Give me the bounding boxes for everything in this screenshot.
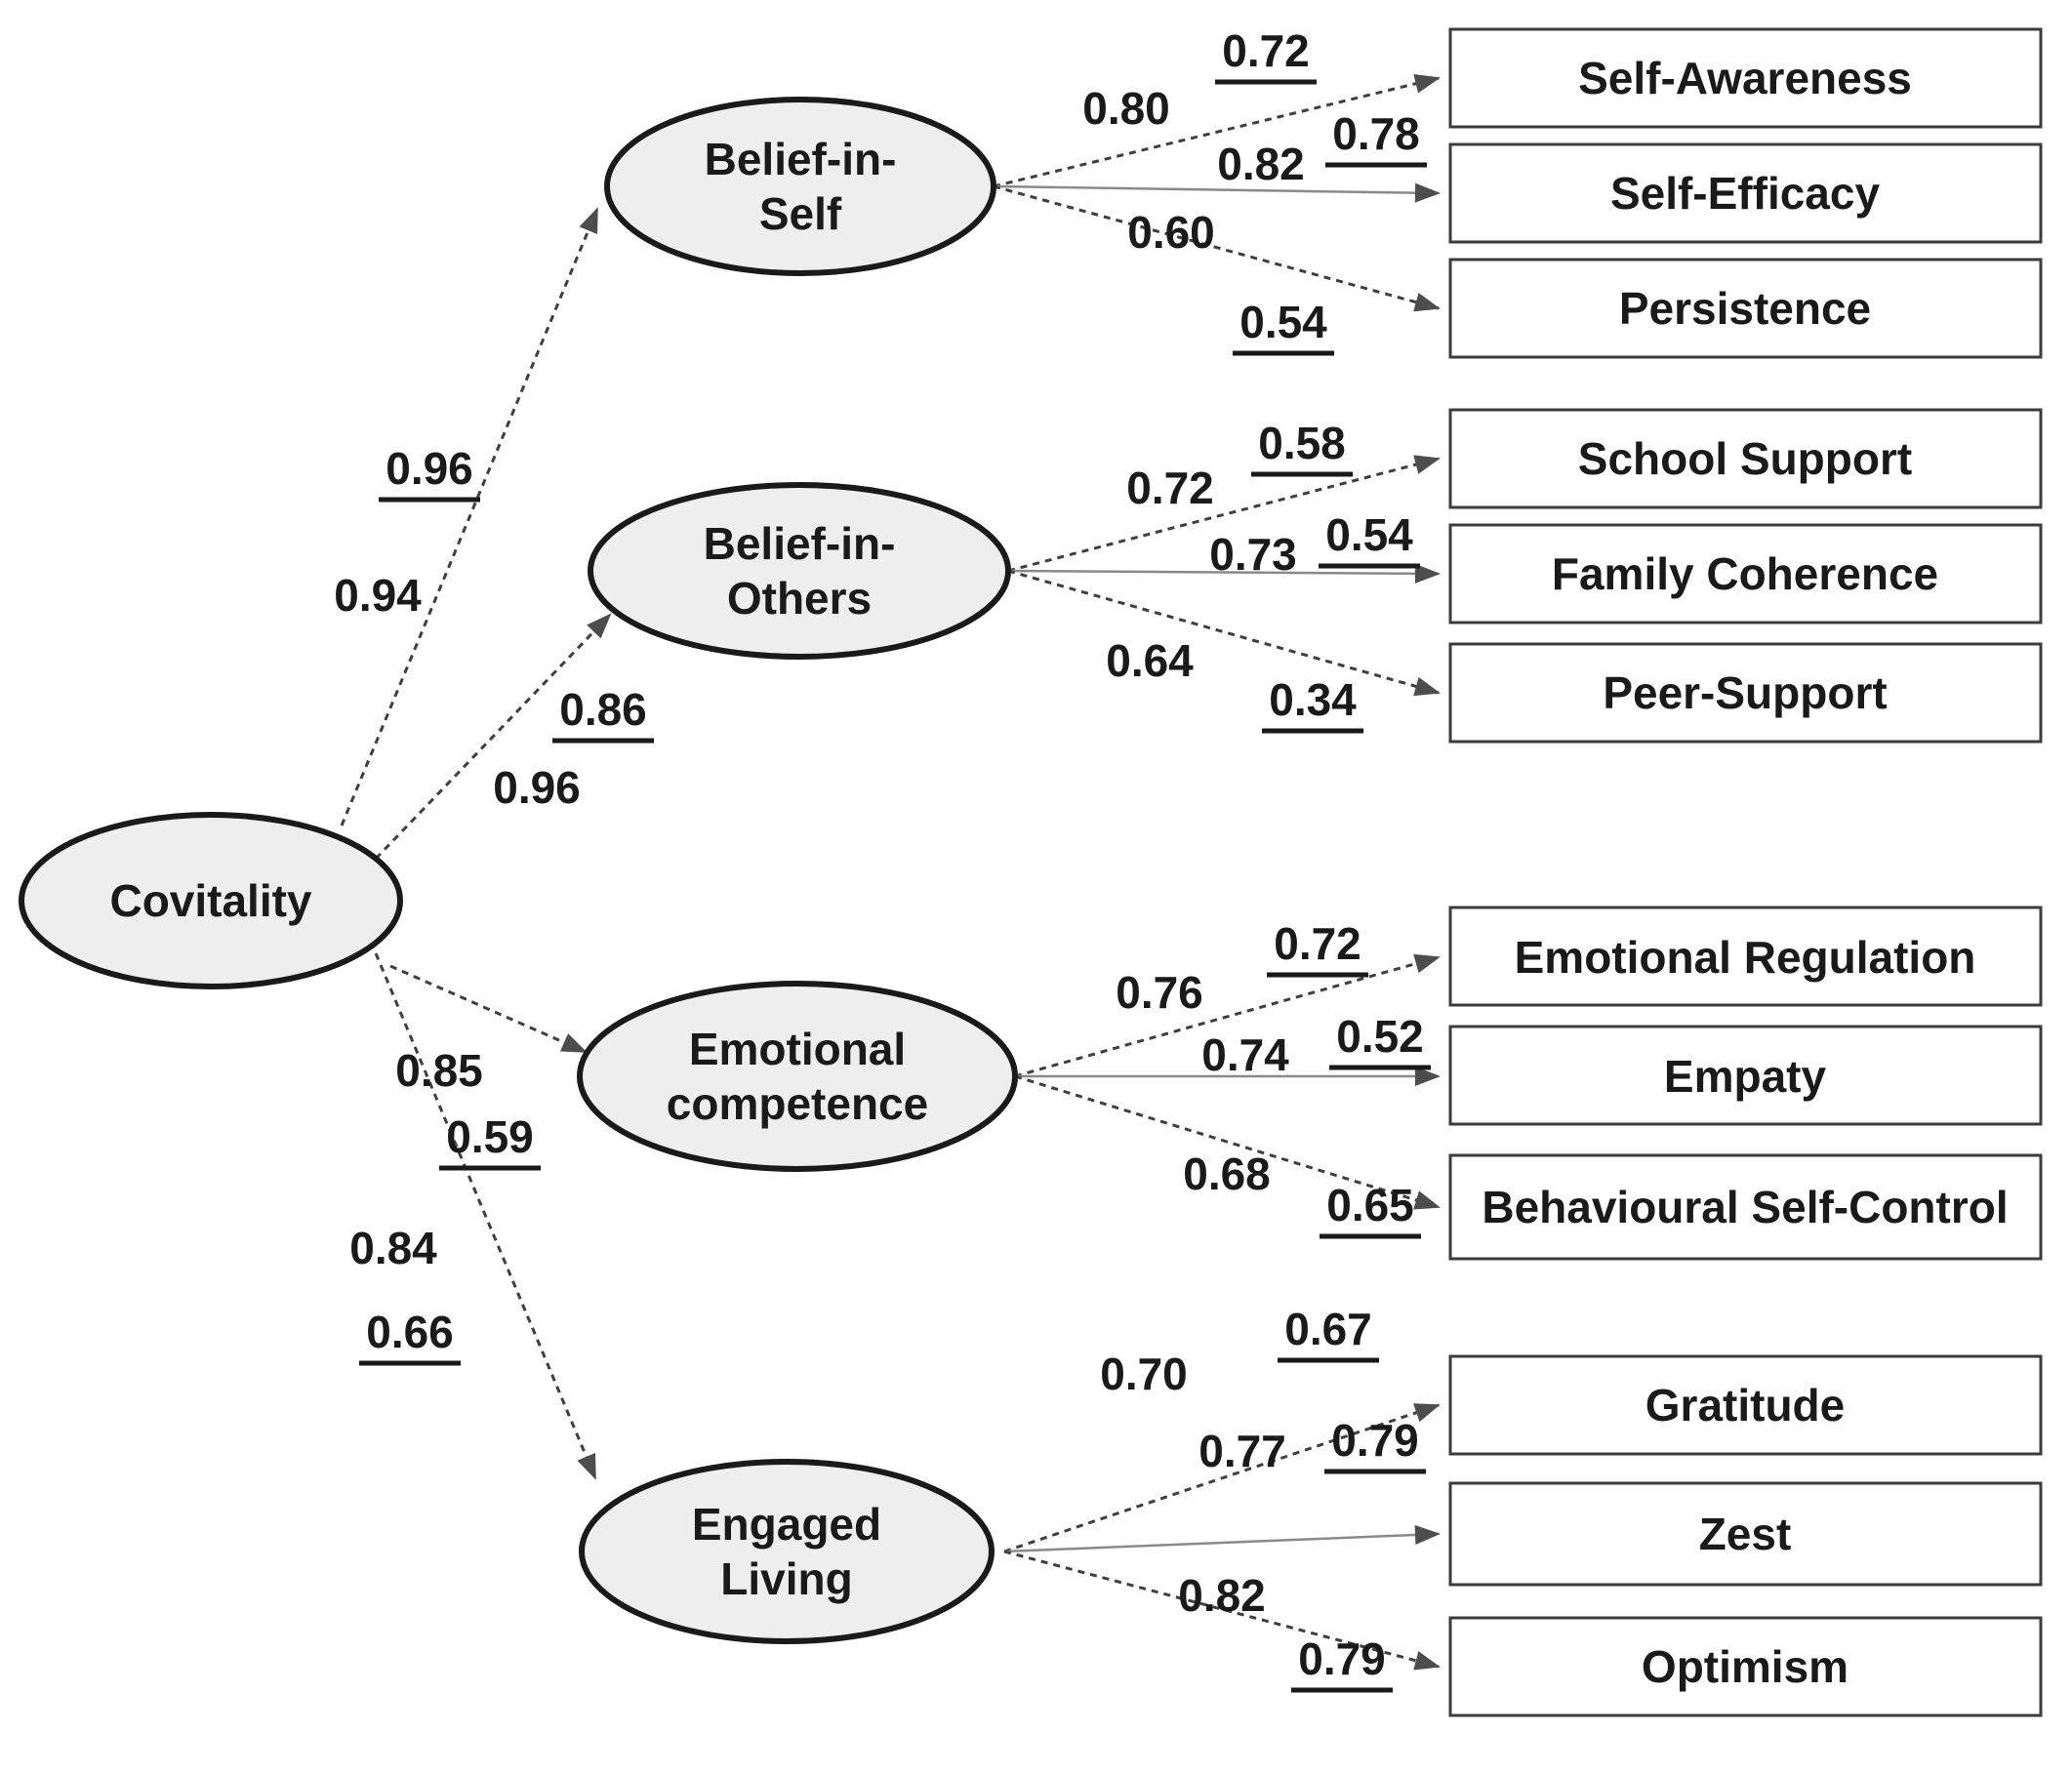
- coef-behavioural-self-control-underlined: 0.65: [1326, 1180, 1414, 1230]
- indicator-label-behavioural-self-control: Behavioural Self-Control: [1482, 1182, 2008, 1232]
- indicator-label-peer-support: Peer-Support: [1603, 667, 1887, 718]
- indicator-label-school-support: School Support: [1578, 433, 1912, 484]
- arrow-belief-in-others-to-school-support: [1007, 455, 1441, 573]
- indicator-box-zest: [1448, 1481, 2043, 1587]
- coef-covitality-belief-in-self-underlined: 0.96: [386, 443, 473, 494]
- indicator-box-family-coherence: [1448, 523, 2043, 625]
- coef-school-support-underlined: 0.58: [1258, 418, 1346, 468]
- coef-peer-support-plain: 0.64: [1106, 635, 1194, 686]
- indicator-label-family-coherence: Family Coherence: [1552, 548, 1938, 599]
- factor-label-engaged-living-line1: Engaged: [692, 1499, 881, 1550]
- arrow-emotional-competence-to-emotional-regulation: [1014, 953, 1441, 1078]
- arrow-engaged-living-to-zest: [1003, 1524, 1441, 1553]
- indicator-label-self-awareness: Self-Awareness: [1578, 53, 1912, 103]
- coef-covitality-engaged-living-plain: 0.84: [349, 1223, 437, 1273]
- coef-self-awareness-plain: 0.80: [1082, 83, 1170, 134]
- coef-zest-plain: 0.77: [1199, 1426, 1286, 1476]
- indicator-label-self-efficacy: Self-Efficacy: [1610, 168, 1881, 219]
- arrow-covitality-to-engaged-living: [369, 941, 597, 1480]
- coef-covitality-belief-in-others-underlined: 0.86: [559, 684, 647, 735]
- coef-gratitude-underlined: 0.67: [1284, 1304, 1372, 1354]
- coef-self-awareness-underlined: 0.72: [1222, 25, 1310, 76]
- factor-label-emotional-competence-line2: competence: [667, 1078, 928, 1129]
- indicator-label-persistence: Persistence: [1619, 283, 1871, 334]
- coef-covitality-belief-in-self-plain: 0.94: [334, 570, 422, 621]
- coef-family-coherence-underlined: 0.54: [1325, 509, 1413, 560]
- coef-empaty-plain: 0.74: [1201, 1029, 1289, 1080]
- coef-family-coherence-plain: 0.73: [1209, 529, 1297, 580]
- indicator-box-behavioural-self-control: [1448, 1153, 2043, 1261]
- indicator-box-optimism: [1448, 1616, 2043, 1717]
- coef-behavioural-self-control-plain: 0.68: [1183, 1148, 1271, 1199]
- factor-ellipse-emotional-competence: [577, 981, 1018, 1172]
- factor-ellipse-belief-in-self: [604, 97, 996, 276]
- arrow-covitality-to-belief-in-self: [340, 207, 599, 826]
- indicator-box-peer-support: [1448, 642, 2043, 744]
- factor-ellipse-engaged-living: [579, 1459, 995, 1644]
- indicator-box-persistence: [1448, 258, 2043, 359]
- factor-ellipse-belief-in-others: [588, 482, 1011, 660]
- factor-label-emotional-competence-line1: Emotional: [689, 1024, 906, 1074]
- covitality-label: Covitality: [109, 875, 311, 926]
- coef-self-efficacy-plain: 0.82: [1217, 139, 1305, 189]
- arrow-belief-in-self-to-persistence: [993, 184, 1441, 312]
- factor-label-belief-in-self-line2: Self: [759, 188, 842, 239]
- arrow-covitality-to-belief-in-others: [374, 613, 612, 861]
- arrow-belief-in-others-to-family-coherence: [1007, 563, 1441, 584]
- factor-label-belief-in-others-line2: Others: [727, 573, 872, 624]
- coef-covitality-emotional-competence-plain: 0.85: [395, 1045, 483, 1096]
- coef-peer-support-underlined: 0.34: [1269, 674, 1357, 725]
- indicator-box-gratitude: [1448, 1354, 2043, 1456]
- coef-emotional-regulation-plain: 0.76: [1116, 967, 1203, 1018]
- coef-persistence-underlined: 0.54: [1239, 297, 1327, 347]
- indicator-label-gratitude: Gratitude: [1645, 1380, 1845, 1430]
- indicator-box-self-efficacy: [1448, 142, 2043, 244]
- coef-persistence-plain: 0.60: [1127, 207, 1215, 258]
- coef-gratitude-plain: 0.70: [1100, 1349, 1188, 1399]
- coef-zest-underlined: 0.79: [1331, 1415, 1419, 1466]
- indicator-label-emotional-regulation: Emotional Regulation: [1515, 932, 1976, 983]
- arrow-belief-in-self-to-self-awareness: [993, 73, 1441, 188]
- factor-label-engaged-living-line2: Living: [720, 1553, 852, 1604]
- coef-self-efficacy-underlined: 0.78: [1332, 108, 1420, 159]
- factor-label-belief-in-others-line1: Belief-in-: [704, 518, 896, 569]
- coef-emotional-regulation-underlined: 0.72: [1274, 918, 1361, 969]
- arrow-engaged-living-to-optimism: [1003, 1550, 1441, 1671]
- coef-covitality-engaged-living-underlined: 0.66: [366, 1307, 454, 1357]
- indicator-label-optimism: Optimism: [1642, 1641, 1849, 1692]
- arrow-covitality-to-emotional-competence: [389, 964, 588, 1054]
- arrow-belief-in-others-to-peer-support: [1007, 569, 1441, 697]
- covitality-ellipse: [19, 812, 403, 989]
- coef-optimism-underlined: 0.79: [1298, 1633, 1386, 1684]
- coef-covitality-belief-in-others-plain: 0.96: [493, 762, 581, 813]
- arrow-engaged-living-to-gratitude: [1003, 1403, 1441, 1553]
- indicator-label-empaty: Empaty: [1664, 1051, 1827, 1102]
- arrow-emotional-competence-to-behavioural-self-control: [1014, 1074, 1441, 1210]
- coef-optimism-plain: 0.82: [1178, 1570, 1266, 1621]
- indicator-label-zest: Zest: [1699, 1509, 1792, 1559]
- indicator-box-empaty: [1448, 1025, 2043, 1126]
- arrow-belief-in-self-to-self-efficacy: [993, 182, 1441, 203]
- coef-school-support-plain: 0.72: [1126, 463, 1214, 513]
- indicator-box-self-awareness: [1448, 27, 2043, 129]
- indicator-box-emotional-regulation: [1448, 906, 2043, 1007]
- coef-empaty-underlined: 0.52: [1336, 1011, 1424, 1062]
- indicator-box-school-support: [1448, 408, 2043, 509]
- coef-covitality-emotional-competence-underlined: 0.59: [446, 1111, 534, 1162]
- factor-label-belief-in-self-line1: Belief-in-: [705, 134, 897, 184]
